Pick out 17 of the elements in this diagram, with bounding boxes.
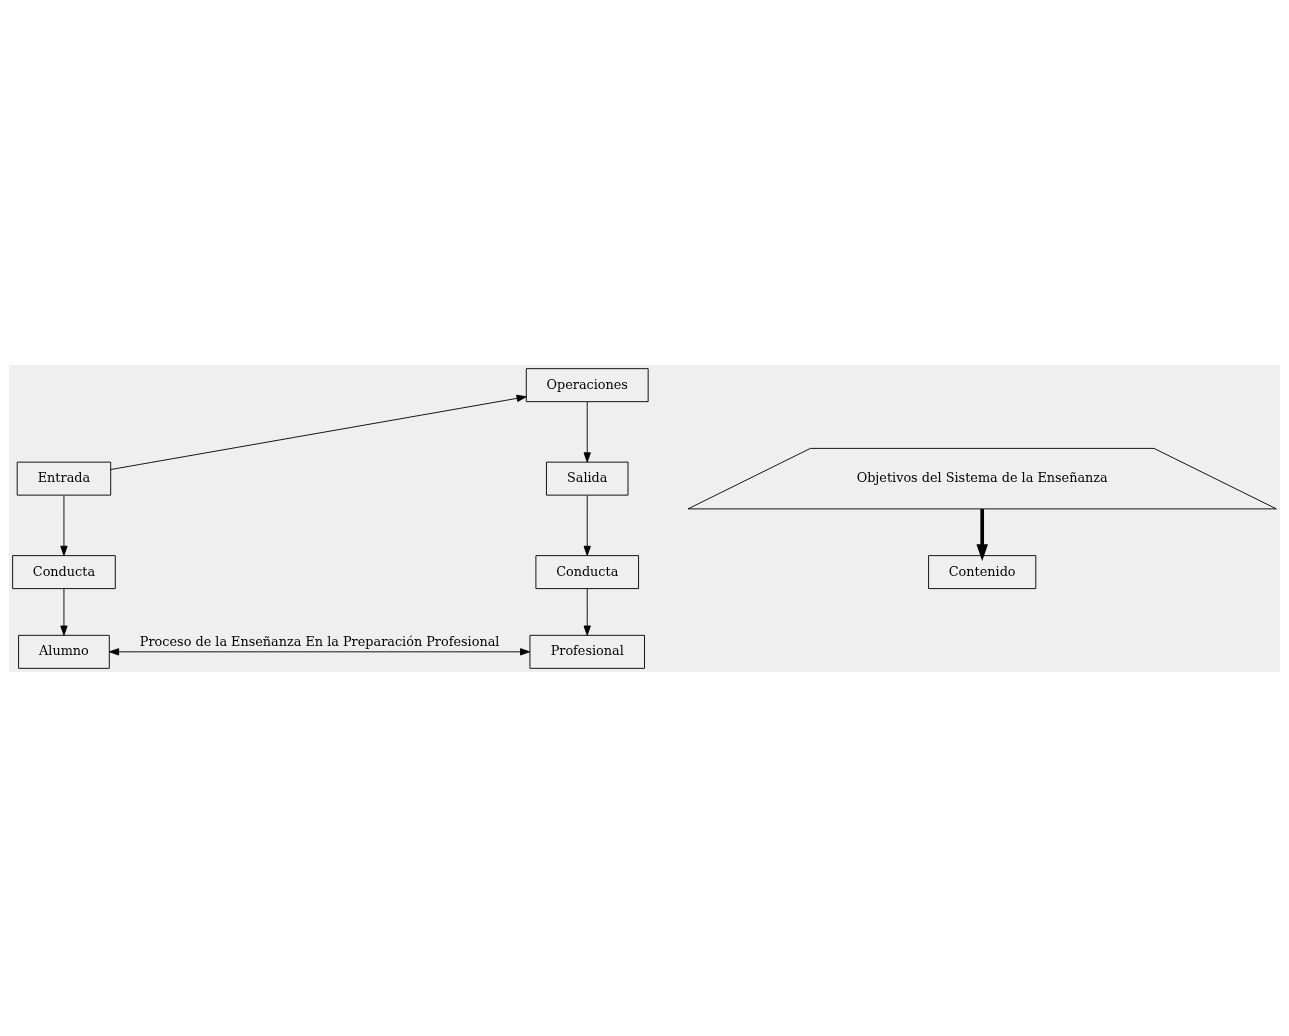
node-box: Operaciones: [525, 367, 649, 402]
node-box: Contenido: [928, 554, 1037, 589]
arrow: [976, 508, 988, 561]
arrow: [583, 401, 591, 462]
node-box: Profesional: [529, 634, 645, 669]
arrow: [109, 647, 531, 655]
arrow: [583, 587, 591, 636]
edge-label: Proceso de la Enseñanza En la Preparación Profesional: [139, 633, 500, 649]
node-box: Salida: [546, 461, 629, 496]
arrow: [583, 494, 591, 556]
node-box: Alumno: [18, 634, 110, 669]
arrow: [60, 587, 68, 636]
arrow: [110, 394, 527, 470]
node-box: Conducta: [535, 554, 639, 589]
node-box: Entrada: [16, 461, 112, 496]
arrow: [60, 494, 68, 556]
node-box: Conducta: [12, 554, 116, 589]
